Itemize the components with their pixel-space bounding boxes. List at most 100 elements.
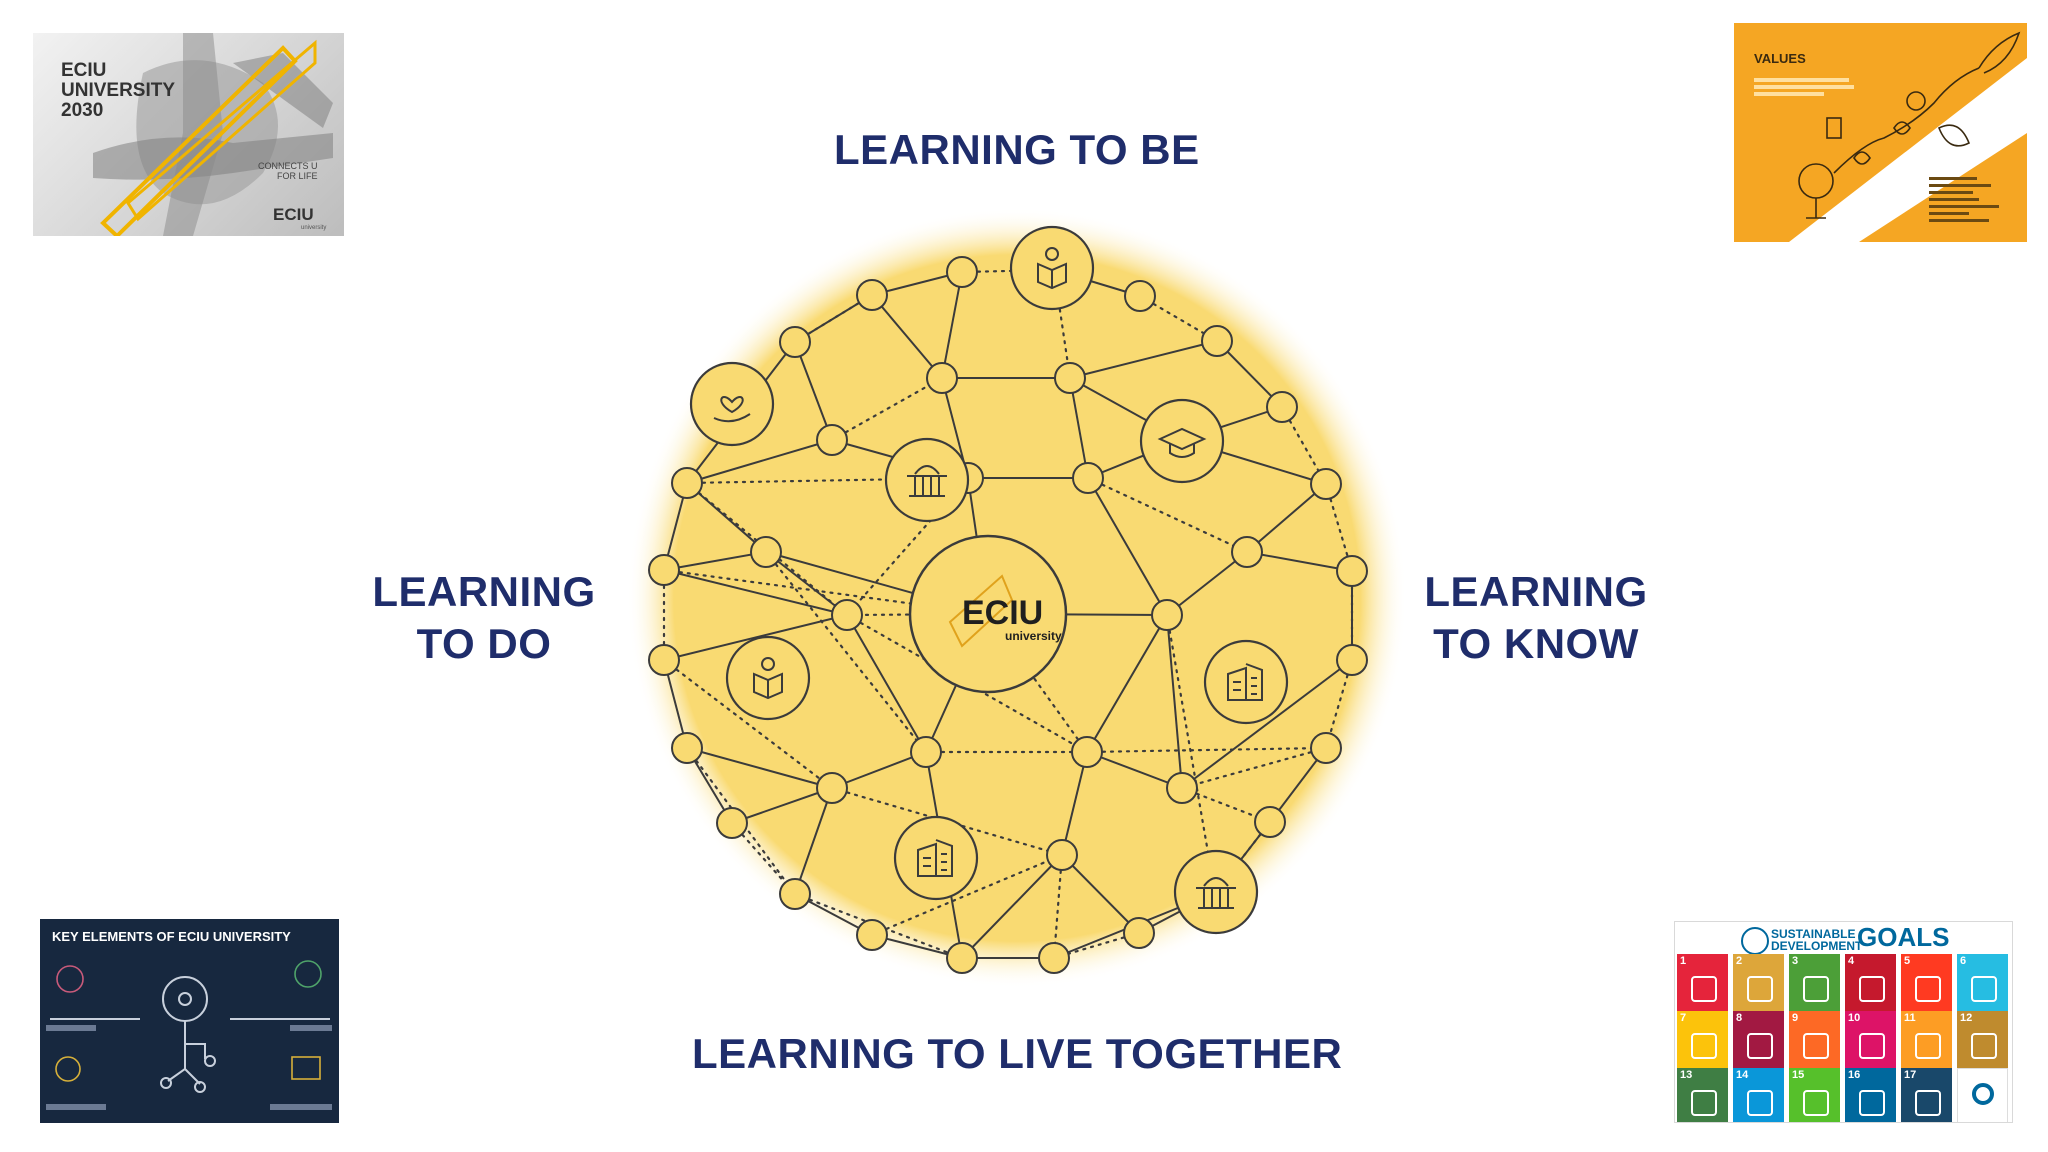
network-node	[1231, 536, 1263, 568]
thumb-eciu-2030[interactable]: ECIU UNIVERSITY 2030 CONNECTS U FOR LIFE…	[33, 33, 344, 236]
network-link	[1087, 477, 1168, 616]
network-link	[686, 747, 833, 789]
sdg-goal-number: 11	[1904, 1012, 1916, 1024]
thumb-ke-label-2	[290, 1025, 332, 1031]
sdg-goals-word: GOALS	[1857, 922, 1950, 952]
network-link	[961, 854, 1063, 959]
thumb-values-title: VALUES	[1754, 51, 1806, 66]
sdg-goal-tile: 11	[1901, 1011, 1952, 1068]
network-node	[1038, 942, 1070, 974]
network-link-dotted	[662, 658, 834, 790]
sdg-goal-tile: 2	[1733, 954, 1784, 1011]
network-link	[941, 271, 963, 379]
network-link-dotted	[1052, 853, 1064, 960]
network-link	[765, 551, 848, 616]
un-emblem-icon	[1741, 927, 1769, 955]
sdg-goal-tile: 12	[1957, 1011, 2008, 1068]
sdg-goal-icon	[1915, 976, 1941, 1002]
center-logo-sub: university	[1005, 629, 1062, 643]
thumb-values-list-lines	[1929, 173, 2027, 226]
network-node	[1046, 839, 1078, 871]
sdg-goal-tile: 3	[1789, 954, 1840, 1011]
network-node	[1254, 806, 1286, 838]
sdg-goal-icon	[1691, 1033, 1717, 1059]
network-link-dotted	[1180, 746, 1328, 790]
sdg-goal-number: 6	[1960, 955, 1967, 967]
thumb-tl-logo-sub: university	[301, 225, 327, 231]
sdg-goal-icon	[1971, 1033, 1997, 1059]
sdg-goal-number: 2	[1736, 955, 1743, 967]
sdg-goal-number: 16	[1848, 1069, 1861, 1081]
sdg-head-line2: DEVELOPMENT	[1771, 939, 1863, 953]
network-node	[1336, 555, 1368, 587]
network-link	[1086, 614, 1168, 753]
center-logo: ECIU university	[908, 534, 1068, 694]
thumb-values[interactable]: VALUES	[1734, 23, 2027, 242]
sdg-goal-number: 8	[1736, 1012, 1743, 1024]
network-node	[1071, 736, 1103, 768]
network-node	[1166, 772, 1198, 804]
network-node	[671, 732, 703, 764]
center-logo-text: ECIU	[962, 594, 1043, 632]
heading-right-line1: LEARNING	[1424, 568, 1648, 615]
sdg-goal-tile: 9	[1789, 1011, 1840, 1068]
network-link	[1166, 551, 1248, 616]
network-link	[1069, 377, 1089, 479]
heading-learning-to-know: LEARNING TO KNOW	[1422, 566, 1650, 670]
network-node	[750, 536, 782, 568]
sdg-wheel-icon	[1972, 1083, 1994, 1105]
sdg-goal-number: 12	[1960, 1012, 1973, 1024]
network-node	[1310, 468, 1342, 500]
heading-learning-to-live-together: LEARNING TO LIVE TOGETHER	[692, 1030, 1343, 1077]
thumb-tl-line3: 2030	[61, 100, 104, 121]
sdg-goal-icon	[1803, 976, 1829, 1002]
thumb-values-text-lines	[1754, 75, 1869, 99]
network-node	[926, 362, 958, 394]
thumb-tl-line1: ECIU	[61, 60, 107, 81]
key-elements-illustration	[50, 960, 330, 1093]
network-link-dotted	[830, 376, 944, 442]
sdg-goal-tile: 13	[1677, 1068, 1728, 1122]
thumb-tl-tagline: CONNECTS U FOR LIFE	[258, 161, 318, 181]
network-link	[1061, 854, 1140, 934]
network-node	[671, 467, 703, 499]
network-node	[856, 919, 888, 951]
network-link	[1061, 751, 1088, 856]
sdg-goal-icon	[1915, 1033, 1941, 1059]
sdg-goal-icon	[1691, 976, 1717, 1002]
sdg-goal-number: 7	[1680, 1012, 1687, 1024]
heading-left-line2: TO DO	[416, 620, 552, 667]
sdg-goal-tile: 6	[1957, 954, 2008, 1011]
heading-right-line2: TO KNOW	[1433, 620, 1639, 667]
network-link	[663, 551, 767, 571]
sdg-goal-icon	[1859, 976, 1885, 1002]
heading-learning-to-be: LEARNING TO BE	[834, 126, 1200, 173]
network-node	[648, 644, 680, 676]
sdg-goal-number: 10	[1848, 1012, 1861, 1024]
thumb-key-elements[interactable]: KEY ELEMENTS OF ECIU UNIVERSITY	[40, 919, 339, 1123]
thumb-ke-label-3	[46, 1104, 106, 1110]
institution-building-icon	[884, 437, 970, 523]
network-node	[779, 878, 811, 910]
network-link-dotted	[870, 853, 1064, 937]
sdg-goal-tile: 17	[1901, 1068, 1952, 1122]
values-illustration	[1789, 31, 2027, 242]
network-node	[946, 256, 978, 288]
institution-building-icon	[1173, 849, 1259, 935]
network-link-dotted	[1165, 613, 1217, 895]
office-buildings-icon	[1203, 639, 1289, 725]
sdg-goal-icon	[1859, 1033, 1885, 1059]
network-link	[794, 341, 833, 441]
thumb-ke-label-4	[270, 1104, 332, 1110]
network-node	[1151, 599, 1183, 631]
sdg-heading: SUSTAINABLE DEVELOPMENT	[1771, 928, 1862, 952]
sdg-goal-tile: 1	[1677, 954, 1728, 1011]
network-link-dotted	[764, 550, 928, 754]
network-link	[731, 787, 833, 824]
reading-person-icon	[1009, 225, 1095, 311]
sdg-goal-tile	[1957, 1068, 2008, 1122]
sdg-head-line1: SUSTAINABLE	[1771, 927, 1856, 941]
